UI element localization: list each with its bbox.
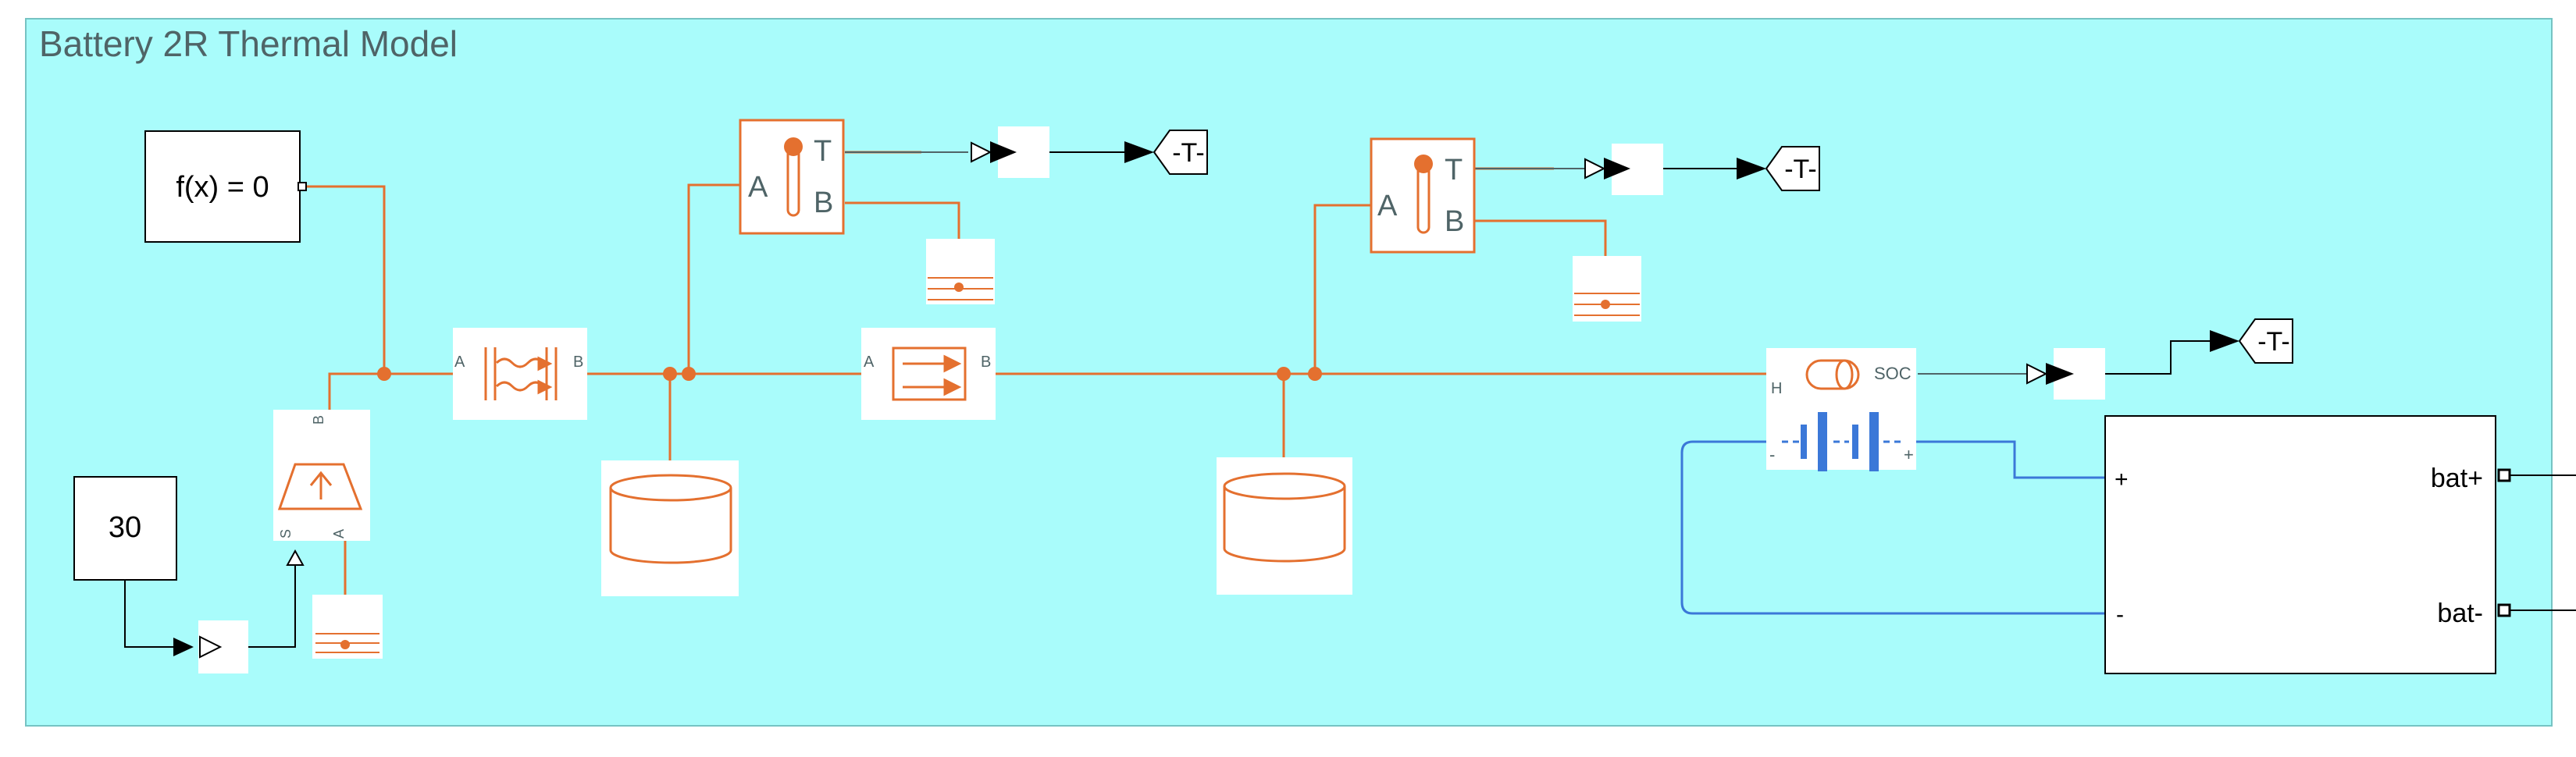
subsystem-port-square	[2497, 468, 2511, 482]
ps-simulink-converter-3[interactable]	[2026, 348, 2105, 400]
goto-tag-3[interactable]: -T-	[2238, 318, 2293, 364]
heat-flow-source-block[interactable]: B S A	[273, 410, 370, 566]
thermal-reference-2[interactable]	[1573, 256, 1641, 322]
battery-cell-icon	[1782, 412, 1902, 471]
sensor2-port-b: B	[1445, 205, 1464, 238]
junction-dot	[1308, 367, 1322, 381]
thermal-resistance-block[interactable]: A B	[453, 328, 587, 420]
junction-dots	[377, 367, 1322, 381]
battery-port-h: H	[1771, 380, 1782, 397]
junction-dot	[682, 367, 696, 381]
simulink-ps-converter[interactable]	[173, 620, 248, 673]
sensor2-port-t: T	[1445, 154, 1463, 187]
subsystem-port-bat-plus: bat+	[2431, 464, 2483, 493]
goto-tag-1[interactable]: -T-	[1153, 130, 1208, 175]
solver-label: f(x) = 0	[176, 171, 269, 204]
subsystem-port-line	[2510, 474, 2576, 611]
thermal-mass-2[interactable]	[1217, 457, 1352, 595]
constant-value: 30	[109, 511, 141, 544]
subsystem-port-minus: -	[2116, 602, 2124, 627]
arrow-into-goto-2	[1737, 158, 1766, 179]
battery-block[interactable]: H SOC - +	[1766, 348, 1916, 471]
thermometer-icon	[784, 137, 803, 217]
heat-source-arrow-icon	[309, 471, 333, 499]
arrow-out-icon	[990, 141, 1017, 163]
electrical-minus	[1680, 440, 2105, 615]
junction-dot	[1277, 367, 1291, 381]
conductive-icon	[892, 347, 967, 401]
battery-port-soc: SOC	[1874, 364, 1912, 383]
electrical-connections[interactable]	[1680, 440, 2105, 615]
arrow-into-goto-1	[1124, 141, 1154, 163]
subsystem-block[interactable]: + - bat+ bat-	[2104, 415, 2576, 674]
converter-triangle-icon	[971, 141, 992, 163]
subsystem-port-plus: +	[2115, 467, 2129, 492]
goto-tag-3-label: -T-	[2257, 327, 2290, 357]
thermal-resistance-port-a: A	[454, 354, 465, 371]
thermal-mass-1[interactable]	[601, 460, 739, 596]
sensor1-port-b: B	[814, 187, 833, 219]
heat-source-port-s: S	[278, 529, 294, 538]
junction-dot	[663, 367, 677, 381]
signal-soc	[2075, 340, 2214, 375]
arrow-out-icon	[1604, 158, 1630, 179]
area-title: Battery 2R Thermal Model	[39, 23, 458, 64]
conductive-port-b: B	[981, 354, 991, 371]
temperature-sensor-1[interactable]: A T B	[739, 119, 845, 235]
battery-heat-port-icon	[1805, 359, 1860, 390]
converter-triangle-icon	[2026, 363, 2048, 385]
signal-connections[interactable]	[124, 151, 2214, 648]
sensor1-port-a: A	[748, 171, 768, 204]
thermal-resistance-icon	[484, 347, 558, 400]
junction-dot	[377, 367, 391, 381]
constant-block[interactable]: 30	[73, 476, 177, 581]
thermometer-icon	[1414, 155, 1433, 234]
solver-configuration-block[interactable]: f(x) = 0	[144, 130, 307, 243]
thermal-reference-3[interactable]	[312, 595, 383, 659]
subsystem-port-square	[2497, 603, 2511, 617]
line-solver	[303, 185, 386, 374]
thermal-mass-icon	[1223, 472, 1346, 563]
converter-triangle-icon	[199, 635, 223, 659]
solver-port	[298, 182, 307, 191]
goto-tag-2-label: -T-	[1784, 155, 1817, 184]
heat-source-port-b: B	[311, 415, 326, 425]
battery-port-plus: +	[1904, 445, 1914, 464]
thermal-resistance-port-b: B	[573, 354, 583, 371]
goto-tag-2[interactable]: -T-	[1765, 146, 1820, 191]
battery-port-minus: -	[1769, 445, 1775, 464]
arrow-into-goto-3	[2210, 330, 2239, 352]
electrical-plus	[1887, 440, 2105, 479]
sensor2-port-a: A	[1377, 190, 1398, 222]
temperature-sensor-2[interactable]: A T B	[1370, 137, 1476, 254]
arrow-in-icon	[173, 638, 194, 656]
line-sensor2-a	[1313, 204, 1374, 374]
thermal-reference-1[interactable]	[926, 239, 995, 304]
ps-simulink-converter-2[interactable]	[1584, 144, 1663, 195]
subsystem-port-bat-minus: bat-	[2437, 599, 2483, 628]
heat-source-port-a: A	[331, 529, 347, 538]
signal-constant	[124, 580, 173, 648]
conductive-port-a: A	[864, 354, 875, 371]
thermal-mass-icon	[609, 474, 732, 564]
sensor1-port-t: T	[814, 135, 832, 168]
signal-input-port	[286, 549, 305, 566]
goto-tag-1-label: -T-	[1172, 138, 1205, 168]
conductive-heat-transfer-block[interactable]: A B	[861, 328, 996, 420]
arrow-out-icon	[2046, 363, 2074, 385]
signal-to-source	[248, 562, 296, 648]
line-sensor1-a	[687, 183, 740, 374]
converter-triangle-icon	[1584, 158, 1606, 179]
ps-simulink-converter-1[interactable]	[971, 126, 1049, 178]
